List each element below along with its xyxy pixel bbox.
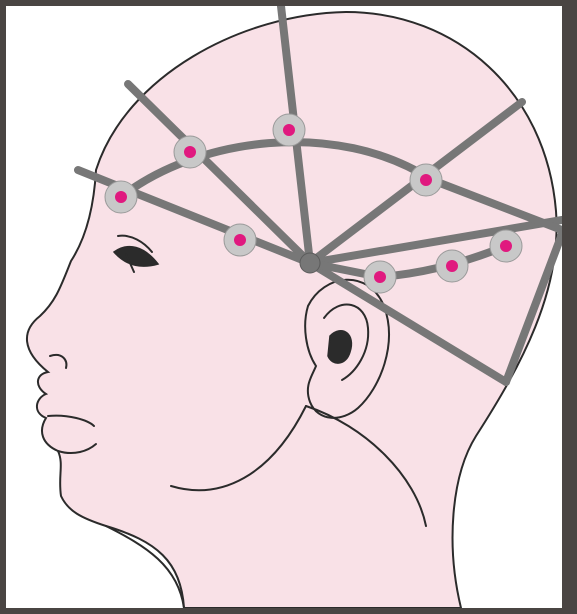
electrode [490,230,522,262]
electrode [364,261,396,293]
electrode [273,114,305,146]
electrode [224,224,256,256]
electrode [174,136,206,168]
strap-hub [300,253,320,273]
electrode [410,164,442,196]
eeg-headset-diagram [6,6,562,608]
diagram-canvas [6,6,562,608]
electrode [105,181,137,213]
electrode [436,250,468,282]
